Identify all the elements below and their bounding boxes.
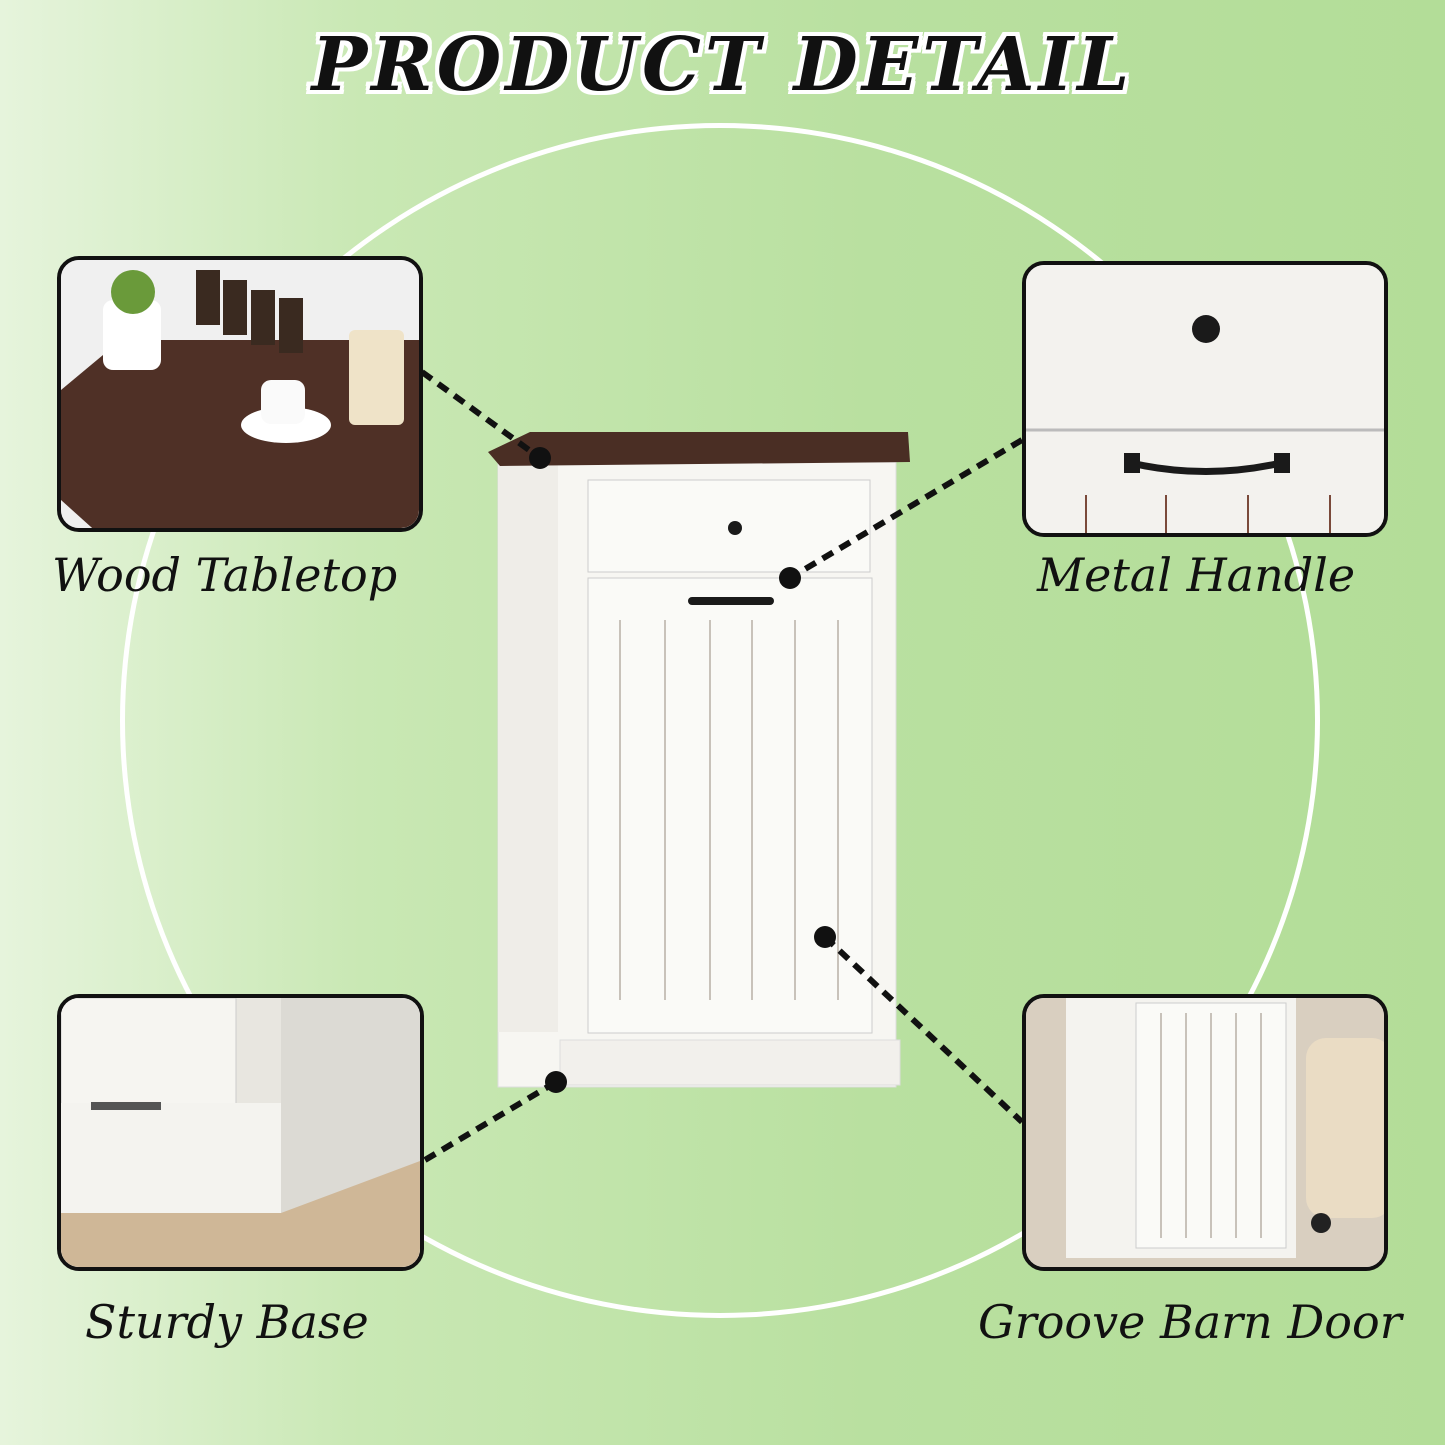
wood-tabletop-photo — [57, 256, 423, 532]
decorative-ring — [120, 123, 1320, 1318]
tabletop — [488, 432, 910, 466]
sturdy-base-photo — [57, 994, 424, 1271]
door-handle — [688, 597, 774, 605]
feature-label-wood-tabletop: Wood Tabletop — [52, 548, 398, 602]
feature-label-metal-handle: Metal Handle — [1037, 548, 1356, 602]
page-title: PRODUCT DETAIL — [311, 22, 1134, 108]
barn-door-photo — [1022, 994, 1388, 1271]
drawer-knob — [728, 521, 742, 535]
feature-label-sturdy-base: Sturdy Base — [85, 1295, 369, 1349]
feature-label-groove-barn-door: Groove Barn Door — [978, 1295, 1402, 1349]
metal-handle-photo — [1022, 261, 1388, 537]
